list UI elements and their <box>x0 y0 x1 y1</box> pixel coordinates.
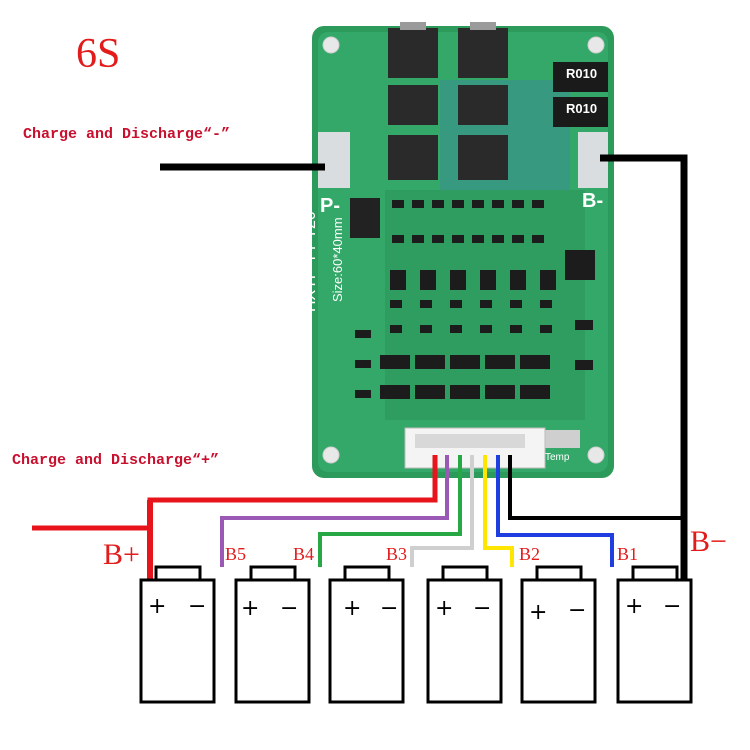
wires <box>32 154 688 580</box>
cell-1-minus: − <box>188 594 207 619</box>
shunt-resistor-2 <box>553 97 608 127</box>
b-minus-silk: B- <box>582 190 604 212</box>
tap-label-b4: B4 <box>293 544 315 564</box>
tap-label-b3: B3 <box>386 544 408 564</box>
temp-silk: Temp <box>545 452 570 463</box>
cell-2 <box>234 578 311 704</box>
b5-wire <box>220 455 449 567</box>
cell-4-minus: − <box>473 596 492 621</box>
b4-wire <box>318 455 462 567</box>
resistor-label-1: R010 <box>566 66 598 81</box>
config-title: 6S <box>76 31 121 77</box>
tap-label-b2: B2 <box>519 544 541 564</box>
cell-1-plus: + <box>148 594 167 619</box>
cell-2-minus: − <box>280 596 299 621</box>
temp-connector <box>540 430 580 448</box>
cell-5-plus: + <box>529 600 548 625</box>
cell-3 <box>328 578 405 704</box>
resistor-label-2: R010 <box>566 101 598 116</box>
discharge-minus-label: Charge and Discharge“-” <box>23 126 231 143</box>
board-size: Size:60*40mm <box>330 217 345 302</box>
cell-3-plus: + <box>343 596 362 621</box>
pcb-board <box>312 22 614 478</box>
b-minus-balance-wire <box>508 455 684 520</box>
shunt-resistor-1 <box>553 62 608 92</box>
component-grid <box>350 190 595 420</box>
b-minus-wire <box>600 154 688 580</box>
board-model: HXYP-TY-T20 <box>302 211 319 312</box>
cell-2-plus: + <box>241 596 260 621</box>
mosfet-group <box>388 22 508 180</box>
p-minus-pad <box>318 132 350 188</box>
discharge-plus-label: Charge and Discharge“+” <box>12 452 220 469</box>
cell-5-minus: − <box>568 598 587 623</box>
b3-wire <box>410 455 474 567</box>
cell-6-plus: + <box>625 594 644 619</box>
p-minus-silk: P- <box>320 195 340 217</box>
b-minus-label: B− <box>690 525 727 558</box>
tap-label-b1: B1 <box>617 544 639 564</box>
b1-wire <box>496 455 614 567</box>
battery-cells <box>139 565 693 704</box>
tap-label-b5: B5 <box>225 544 247 564</box>
cell-6-minus: − <box>663 594 682 619</box>
b-plus-label: B+ <box>103 538 140 571</box>
cell-4-plus: + <box>435 596 454 621</box>
b2-wire <box>483 455 514 567</box>
cell-1 <box>139 578 216 704</box>
cell-3-minus: − <box>380 596 399 621</box>
